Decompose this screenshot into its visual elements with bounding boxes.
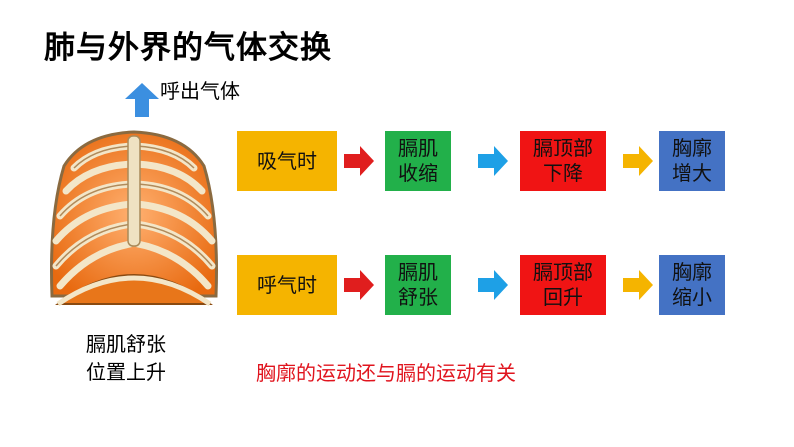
thorax-shrink-line-2: 缩小 xyxy=(672,285,712,309)
dome-rise-line-2: 回升 xyxy=(543,285,583,309)
dome-rise-box: 膈顶部回升 xyxy=(520,255,606,315)
thorax-enlarge-line-2: 增大 xyxy=(672,161,712,185)
red-arrow-icon xyxy=(344,146,374,176)
inhale-label: 吸气时 xyxy=(257,148,317,173)
orange-arrow-icon xyxy=(623,146,653,176)
ribcage-caption: 膈肌舒张 位置上升 xyxy=(86,330,166,386)
inhale-box: 吸气时 xyxy=(237,131,337,191)
diaphragm-contract-line-1: 膈肌 xyxy=(398,136,438,160)
exhale-box-label: 呼气时 xyxy=(257,272,317,297)
dome-lower-line-1: 膈顶部 xyxy=(533,136,593,160)
cyan-arrow-icon xyxy=(478,146,508,176)
page-title: 肺与外界的气体交换 xyxy=(44,30,332,66)
caption-line-1: 膈肌舒张 xyxy=(86,332,166,356)
diaphragm-relax-line-2: 舒张 xyxy=(398,285,438,309)
red-arrow-icon xyxy=(344,270,374,300)
thorax-enlarge-box: 胸廓增大 xyxy=(659,131,725,191)
diaphragm-relax-line-1: 膈肌 xyxy=(398,260,438,284)
exhale-box: 呼气时 xyxy=(237,255,337,315)
thorax-enlarge-line-1: 胸廓 xyxy=(672,136,712,160)
cyan-arrow-icon xyxy=(478,270,508,300)
exhale-label: 呼出气体 xyxy=(160,79,240,103)
thorax-shrink-line-1: 胸廓 xyxy=(672,260,712,284)
dome-rise-line-1: 膈顶部 xyxy=(533,260,593,284)
dome-lower-box: 膈顶部下降 xyxy=(520,131,606,191)
ribcage-illustration xyxy=(50,130,218,307)
thorax-shrink-box: 胸廓缩小 xyxy=(659,255,725,315)
orange-arrow-icon xyxy=(623,270,653,300)
note-text: 胸廓的运动还与膈的运动有关 xyxy=(256,361,516,385)
dome-lower-line-2: 下降 xyxy=(543,161,583,185)
caption-line-2: 位置上升 xyxy=(86,360,166,384)
diaphragm-contract-line-2: 收缩 xyxy=(398,161,438,185)
diaphragm-contract-box: 膈肌收缩 xyxy=(385,131,451,191)
up-arrow-icon xyxy=(125,83,159,117)
diaphragm-relax-box: 膈肌舒张 xyxy=(385,255,451,315)
